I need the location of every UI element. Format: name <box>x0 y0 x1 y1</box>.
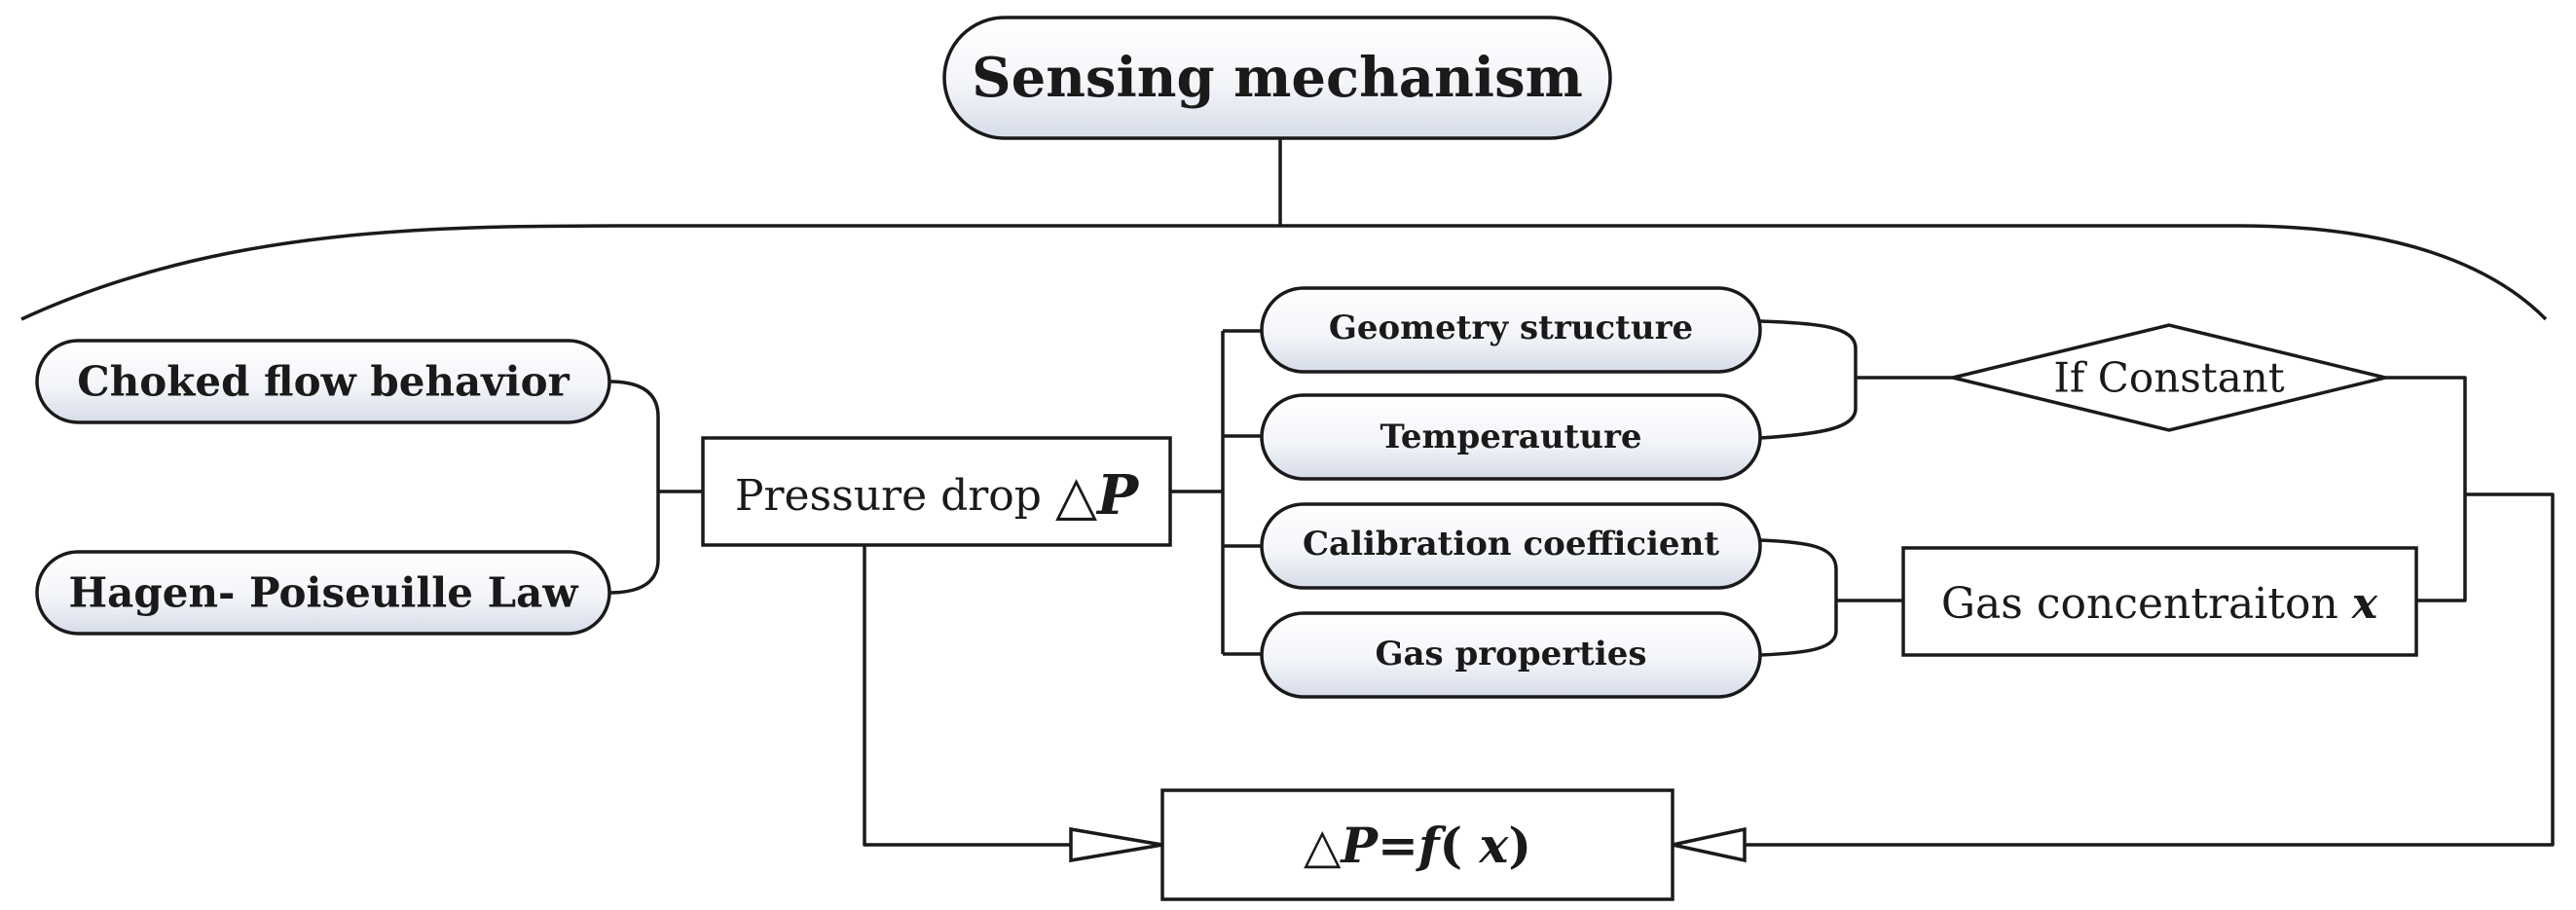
pressure-drop-label: Pressure drop △P <box>735 463 1140 528</box>
temperature-node <box>1260 393 1762 481</box>
if-constant-label: If Constant <box>2053 354 2284 402</box>
temperature-label: Temperauture <box>1380 418 1641 456</box>
if-constant-node <box>1952 323 2386 432</box>
calibration-brace-line <box>1759 538 1838 601</box>
result-left-arrowhead <box>1069 826 1163 863</box>
pressure-drop-symbol: △P <box>1055 463 1140 528</box>
gas-properties-node <box>1260 611 1762 699</box>
joiner-to-result-line <box>1745 492 2555 847</box>
pressure-drop-text: Pressure drop <box>735 471 1055 521</box>
gas-concentration-text: Gas concentraiton <box>1941 579 2352 629</box>
geometry-structure-node <box>1260 286 1762 374</box>
top-node <box>942 16 1612 140</box>
pressure-drop-node <box>701 436 1172 547</box>
geometry-brace-line <box>1759 319 1858 378</box>
geometry-structure-label: Geometry structure <box>1329 309 1693 347</box>
gas-concentration-node <box>1901 546 2418 657</box>
top-node-label: Sensing mechanism <box>972 46 1583 110</box>
gas-concentration-label: Gas concentraiton x <box>1941 579 2378 629</box>
temperature-brace-line <box>1759 378 1858 440</box>
result-open-paren: ( <box>1439 817 1479 874</box>
result-right-arrowhead <box>1672 826 1747 863</box>
result-label: △P=f( x) <box>1304 817 1531 874</box>
ifconstant-out-line <box>2385 376 2467 602</box>
calibration-coefficient-label: Calibration coefficient <box>1303 525 1719 564</box>
result-node <box>1160 788 1674 901</box>
gas-properties-label: Gas properties <box>1375 635 1646 673</box>
gasprops-brace-line <box>1759 601 1838 657</box>
result-lhs: △P= <box>1304 817 1418 874</box>
hagen-poiseuille-label: Hagen- Poiseuille Law <box>68 569 578 617</box>
result-variable: x <box>1479 817 1510 874</box>
hagen-to-pressure-line <box>608 491 660 595</box>
choked-to-pressure-line <box>608 380 703 493</box>
enclosing-arc <box>20 224 2548 321</box>
calibration-coefficient-node <box>1260 502 1762 590</box>
pressure-to-result-line <box>863 545 1071 847</box>
hagen-poiseuille-node <box>35 550 611 636</box>
choked-flow-label: Choked flow behavior <box>77 358 570 406</box>
choked-flow-node <box>35 339 611 424</box>
gas-concentration-symbol: x <box>2351 579 2378 629</box>
result-close-paren: ) <box>1508 817 1531 874</box>
